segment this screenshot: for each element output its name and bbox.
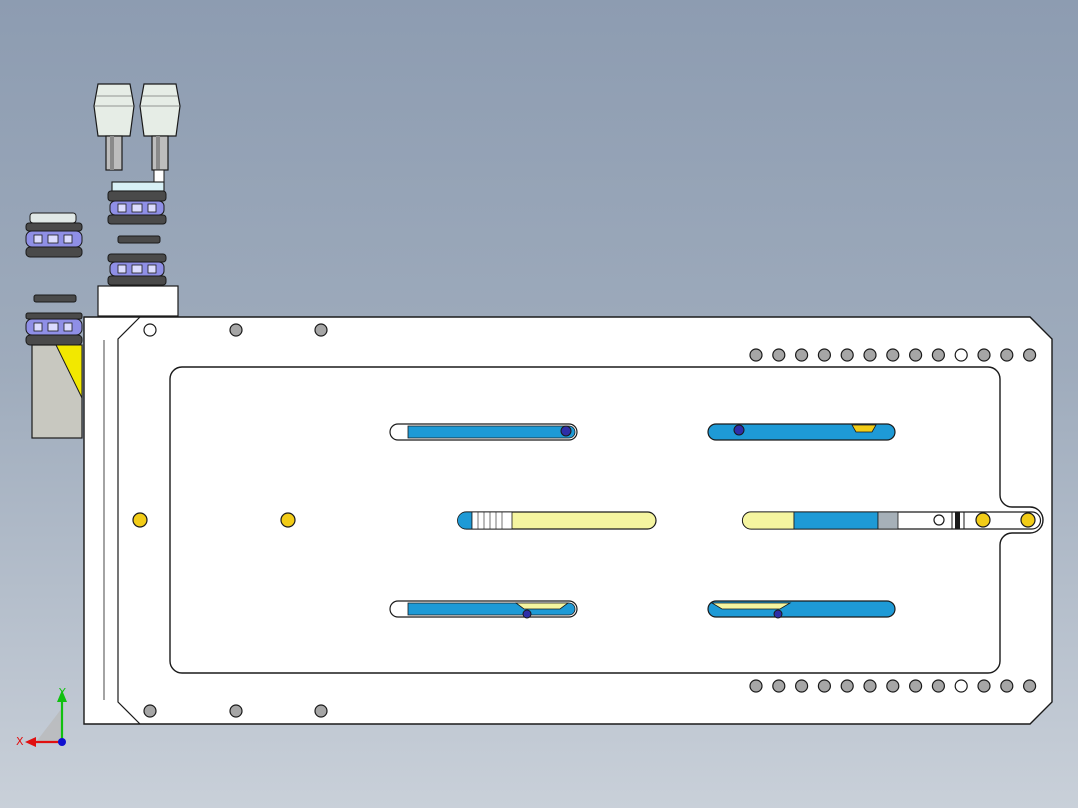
x-axis-arrowhead — [25, 737, 36, 747]
slot-bottom-right[interactable] — [707, 600, 896, 619]
side-bracket-block — [31, 344, 83, 439]
locating-pin-middle[interactable] — [280, 512, 296, 528]
small-hole — [977, 348, 991, 362]
small-hole — [817, 679, 832, 693]
small-hole — [931, 348, 946, 362]
slot-top-left[interactable] — [389, 423, 578, 441]
small-hole — [863, 348, 877, 362]
small-hole — [772, 348, 786, 362]
small-hole — [840, 348, 854, 362]
y-axis-arrowhead — [57, 690, 67, 702]
fitting-stack-top[interactable] — [107, 190, 167, 225]
x-axis-label: X — [16, 735, 24, 748]
small-hole — [749, 679, 763, 693]
slot-top-right[interactable] — [707, 423, 896, 441]
small-hole — [840, 679, 854, 693]
z-axis-dot — [58, 738, 66, 746]
small-hole — [931, 679, 946, 693]
small-hole — [794, 679, 809, 693]
small-hole — [1000, 679, 1014, 693]
hole-row-bottom — [749, 679, 1037, 693]
small-hole — [863, 679, 877, 693]
small-hole — [954, 679, 968, 693]
small-hole — [1022, 679, 1037, 693]
small-hole — [908, 679, 923, 693]
fitting-stack-middle[interactable] — [107, 253, 167, 286]
y-axis-label: Y — [58, 686, 66, 699]
fitting-left-detached[interactable] — [25, 212, 83, 258]
small-hole — [1022, 348, 1037, 362]
slot-middle-right[interactable] — [741, 511, 1042, 530]
seal-ring-left — [33, 294, 77, 303]
triad-shadow — [36, 708, 62, 742]
small-hole — [886, 679, 900, 693]
fitting-left-mounted[interactable] — [25, 312, 83, 346]
small-hole — [749, 348, 763, 362]
small-hole — [794, 348, 809, 362]
slot-bottom-left[interactable] — [389, 600, 578, 619]
small-hole — [954, 348, 968, 362]
seal-ring-middle — [117, 235, 161, 244]
push-in-connector-right[interactable] — [139, 83, 181, 185]
fitting-mount-block — [97, 285, 179, 317]
small-hole — [886, 348, 900, 362]
hole-row-top — [749, 348, 1037, 362]
push-in-connector-left[interactable] — [93, 83, 135, 171]
small-hole — [1000, 348, 1014, 362]
plate-chamfer-outline — [117, 316, 141, 725]
coordinate-triad: Y X — [16, 686, 67, 748]
small-hole — [977, 679, 991, 693]
locating-pin-left[interactable] — [132, 512, 148, 528]
fitting-cap-plate — [111, 181, 165, 192]
small-hole — [772, 679, 786, 693]
small-hole — [817, 348, 832, 362]
slot-middle-left[interactable] — [457, 511, 657, 530]
small-hole — [908, 348, 923, 362]
mounting-holes — [143, 323, 328, 718]
